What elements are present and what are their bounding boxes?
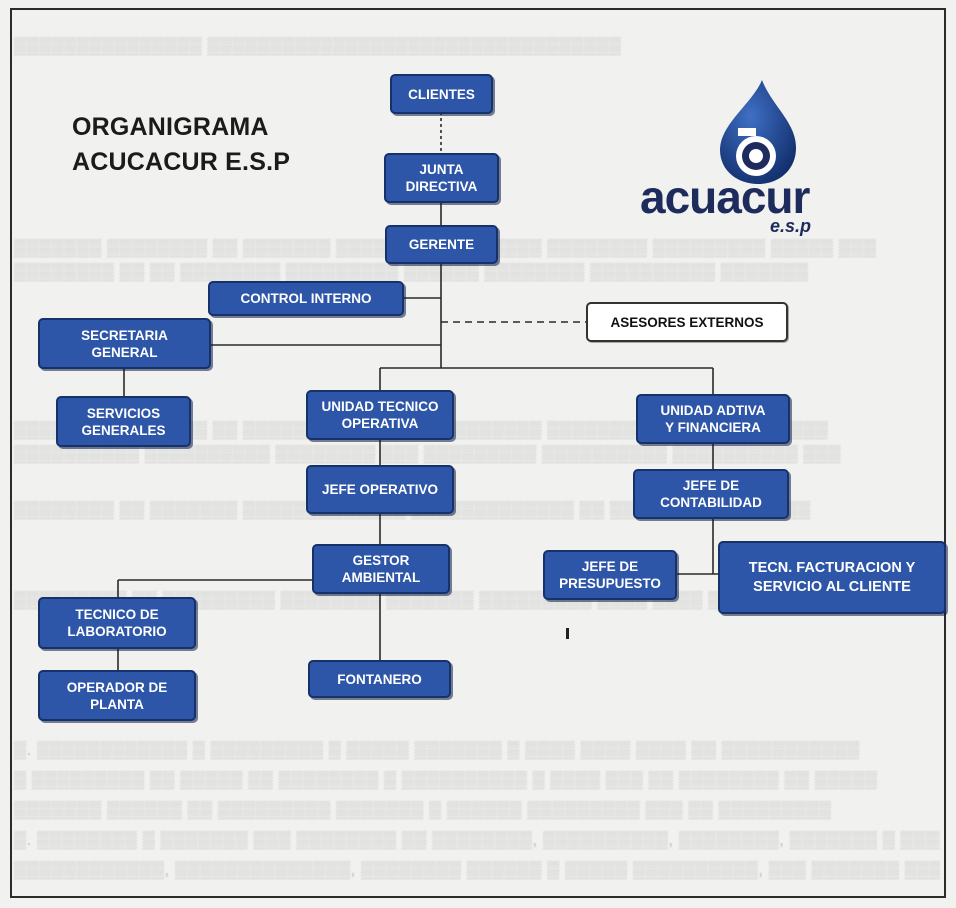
node-label: JEFE DE CONTABILIDAD — [660, 478, 762, 510]
node-label: GESTOR AMBIENTAL — [341, 553, 421, 585]
node-servicios-generales: SERVICIOS GENERALES — [56, 396, 191, 447]
node-tecnico-laboratorio: TECNICO DE LABORATORIO — [38, 597, 196, 649]
node-label: GERENTE — [408, 237, 475, 252]
node-gerente: GERENTE — [385, 225, 498, 264]
node-label: SECRETARIA GENERAL — [81, 327, 168, 360]
logo-suffix: e.s.p — [770, 216, 812, 236]
node-label: JEFE DE PRESUPUESTO — [559, 559, 661, 591]
node-operador-planta: OPERADOR DE PLANTA — [38, 670, 196, 721]
node-label: CLIENTES — [408, 86, 475, 102]
node-jefe-contabilidad: JEFE DE CONTABILIDAD — [633, 469, 789, 519]
title-line-2: ACUCACUR E.S.P — [72, 148, 291, 176]
background-text-line: ▒▒▒▒▒▒▒ ▒▒▒▒▒▒ ▒▒ ▒▒▒▒▒▒▒▒▒ ▒▒▒▒▒▒▒ ▒ ▒▒… — [14, 800, 832, 819]
node-label: FONTANERO — [337, 671, 422, 687]
node-label: TECNICO DE LABORATORIO — [67, 607, 167, 639]
node-label: UNIDAD ADTIVA Y FINANCIERA — [660, 403, 766, 435]
document-frame — [10, 8, 946, 898]
background-text-line: ▒▒▒▒▒▒▒▒▒▒▒▒▒▒▒ ▒▒▒▒▒▒▒▒▒▒▒▒▒▒▒▒▒▒▒▒▒▒▒▒… — [14, 36, 622, 55]
water-drop-logo-icon — [720, 80, 796, 184]
background-text-line: ▒▒▒▒▒▒▒▒▒▒ ▒▒▒▒▒▒▒▒▒▒ ▒▒▒▒▒▒▒▒ ▒▒▒ ▒▒▒▒▒… — [14, 444, 841, 463]
background-text-line: ▒▒▒▒▒▒▒▒▒▒▒▒, ▒▒▒▒▒▒▒▒▒▒▒▒▒▒, ▒▒▒▒▒▒▒▒ ▒… — [14, 860, 940, 879]
title-line-1: ORGANIGRAMA — [72, 113, 269, 141]
node-gestor-ambiental: GESTOR AMBIENTAL — [312, 544, 450, 594]
node-label: UNIDAD TECNICO OPERATIVA — [321, 399, 439, 431]
node-fontanero: FONTANERO — [308, 660, 451, 698]
node-clientes: CLIENTES — [390, 74, 493, 114]
node-label: OPERADOR DE PLANTA — [66, 679, 168, 712]
node-label: ASESORES EXTERNOS — [610, 314, 764, 330]
logo-name: acuacur — [640, 171, 810, 223]
background-text-line: ▒▒▒▒▒▒▒▒ ▒▒ ▒▒ ▒▒▒▒▒▒▒▒ ▒▒▒▒▒▒▒▒▒ ▒▒▒▒▒▒… — [14, 262, 809, 281]
node-control-interno: CONTROL INTERNO — [208, 281, 404, 316]
node-unidad-tecnico-operativa: UNIDAD TECNICO OPERATIVA — [306, 390, 454, 440]
node-tecn-facturacion-servicio: TECN. FACTURACION Y SERVICIO AL CLIENTE — [718, 541, 946, 614]
node-label: CONTROL INTERNO — [240, 291, 372, 306]
node-secretaria-general: SECRETARIA GENERAL — [38, 318, 211, 369]
node-label: JUNTA DIRECTIVA — [405, 162, 478, 194]
page-title: ORGANIGRAMA ACUCACUR E.S.P — [72, 110, 290, 180]
node-unidad-adtiva-financiera: UNIDAD ADTIVA Y FINANCIERA — [636, 394, 790, 444]
node-jefe-presupuesto: JEFE DE PRESUPUESTO — [543, 550, 677, 600]
node-junta-directiva: JUNTA DIRECTIVA — [384, 153, 499, 203]
node-label: TECN. FACTURACION Y SERVICIO AL CLIENTE — [748, 559, 916, 595]
node-asesores-externos: ASESORES EXTERNOS — [586, 302, 788, 342]
background-text-line: ▒. ▒▒▒▒▒▒▒▒ ▒ ▒▒▒▒▒▒▒ ▒▒▒ ▒▒▒▒▒▒▒▒ ▒▒ ▒▒… — [14, 830, 940, 849]
background-text-line: ▒ ▒▒▒▒▒▒▒▒▒ ▒▒ ▒▒▒▒▒ ▒▒ ▒▒▒▒▒▒▒▒ ▒ ▒▒▒▒▒… — [14, 770, 878, 789]
node-label: JEFE OPERATIVO — [321, 482, 439, 497]
background-text-line: ▒. ▒▒▒▒▒▒▒▒▒▒▒▒ ▒ ▒▒▒▒▒▒▒▒▒ ▒ ▒▒▒▒▒ ▒▒▒▒… — [14, 740, 860, 759]
node-jefe-operativo: JEFE OPERATIVO — [306, 465, 454, 514]
text-cursor-mark — [566, 628, 569, 639]
node-label: SERVICIOS GENERALES — [81, 405, 166, 438]
